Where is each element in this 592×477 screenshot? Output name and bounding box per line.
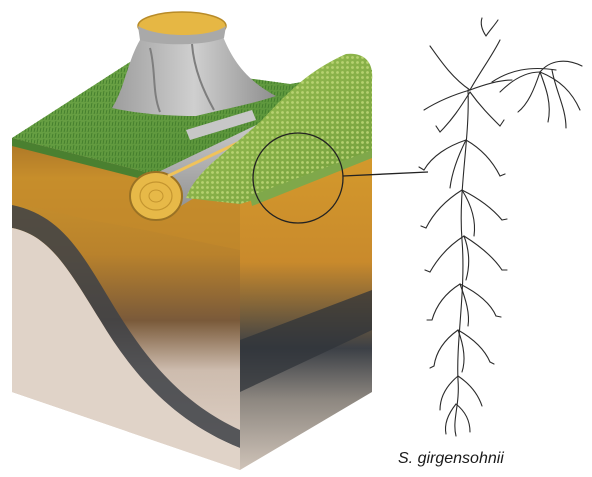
sphagnum-plant-drawing [419, 18, 582, 436]
log-cut-end [130, 172, 182, 220]
species-label: S. girgensohnii [398, 450, 504, 468]
tree-stump [112, 12, 276, 116]
